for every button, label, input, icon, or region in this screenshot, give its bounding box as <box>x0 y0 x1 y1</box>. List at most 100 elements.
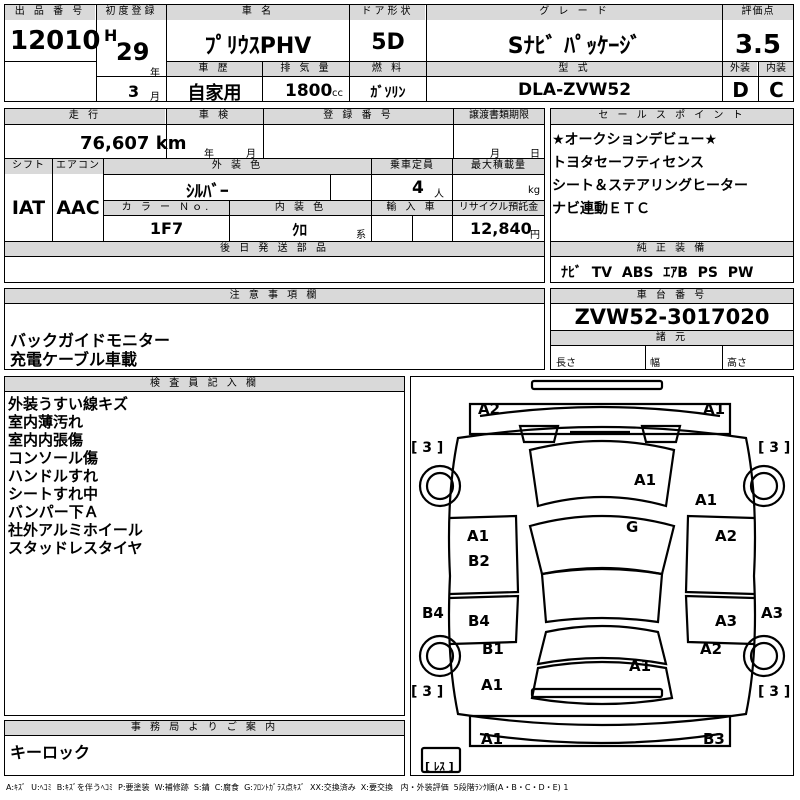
inspector-line: シートすれ中 <box>8 485 99 503</box>
car-name-label: 車 名 <box>167 5 349 20</box>
inspector-line: スタッドレスタイヤ <box>8 539 143 557</box>
inspector-line: 室内内張傷 <box>8 431 84 449</box>
inspection-label: 車 検 <box>167 109 263 124</box>
reg-label: 初度登録 <box>97 5 166 20</box>
tire-rear-right: [ 3 ] <box>758 684 791 700</box>
lot-label: 出 品 番 号 <box>5 5 95 20</box>
height-label: 高さ <box>727 358 747 369</box>
transfer-day: 日 <box>530 149 540 160</box>
color-no-label: カ ラ ー Ｎｏ. <box>104 201 229 215</box>
mark-a1-left-rear: A1 <box>481 676 504 694</box>
mark-a1-rear-left: A1 <box>481 730 504 748</box>
fuel: ｶﾞｿﾘﾝ <box>370 85 406 101</box>
car-name: ﾌﾟﾘｳｽPHV <box>204 34 312 59</box>
interior-color: ｸﾛ <box>292 221 308 239</box>
mark-b4-left-side: B4 <box>422 604 444 622</box>
inspector-section <box>4 376 405 716</box>
inspector-line: ハンドルすれ <box>8 467 99 485</box>
transfer-month: 月 <box>490 149 500 160</box>
shift-label: シフト <box>5 159 52 174</box>
mileage: 76,607 km <box>80 133 187 154</box>
inspector-line: コンソール傷 <box>8 449 99 467</box>
reg-year: 29 <box>116 38 150 66</box>
exterior-color: ｼﾙﾊﾞｰ <box>186 182 229 202</box>
sales-line-1: ★オークションデビュー★ <box>552 132 718 148</box>
int-color-unit: 系 <box>356 230 366 241</box>
month-unit: 月 <box>150 92 160 103</box>
mark-b1-left-rear: B1 <box>482 640 504 658</box>
sales-label: セ ー ル ス ポ イ ン ト <box>551 109 793 124</box>
mark-a2-right-door: A2 <box>715 527 738 545</box>
displacement-unit: cc <box>332 88 343 99</box>
capacity-label: 乗車定員 <box>372 159 452 174</box>
equipment-label: 純 正 装 備 <box>551 242 793 256</box>
mark-a3-right-rear-door: A3 <box>715 612 738 630</box>
era: H <box>104 26 118 45</box>
inspector-label: 検 査 員 記 入 欄 <box>5 377 404 391</box>
score: 3.5 <box>734 30 782 60</box>
mark-a1-left-door: A1 <box>467 527 490 545</box>
tire-front-right: [ 3 ] <box>758 440 791 456</box>
tire-front-left: [ 3 ] <box>411 440 444 456</box>
mark-a1-trunk: A1 <box>629 657 652 675</box>
later-parts-label: 後 日 発 送 部 品 <box>5 242 544 256</box>
model-label: 型 式 <box>427 62 722 76</box>
year-unit: 年 <box>150 68 160 79</box>
recycle-fee: 12,840 <box>470 219 532 238</box>
note-line-2: 充電ケーブル車載 <box>10 350 138 369</box>
inspector-line: 室内薄汚れ <box>8 413 84 431</box>
length-label: 長さ <box>556 358 576 369</box>
transfer-label: 譲渡書類期限 <box>454 109 544 124</box>
lot-number: 12010 <box>10 26 101 56</box>
grade-label: グ レ ー ド <box>427 5 722 20</box>
sales-line-3: シート＆ステアリングヒーター <box>552 178 748 194</box>
mark-a1-front-right: A1 <box>703 400 726 418</box>
fuel-label: 燃 料 <box>350 62 426 76</box>
int-color-label: 内 装 色 <box>230 201 371 215</box>
load-unit: kg <box>528 185 541 196</box>
tire-rear-left: [ 3 ] <box>411 684 444 700</box>
top-section <box>4 4 794 102</box>
displacement-label: 排 気 量 <box>263 62 349 76</box>
inspector-notes: 外装うすい線キズ 室内薄汚れ 室内内張傷 コンソール傷 ハンドルすれ シートすれ… <box>8 395 143 557</box>
history-label: 車 歴 <box>167 62 262 76</box>
color-label: 外 装 色 <box>104 159 371 174</box>
ac-label: エアコン <box>53 159 103 174</box>
inspection-year: 年 <box>204 149 214 160</box>
inspector-line: バンパー下Ａ <box>8 503 99 521</box>
mark-a2-front-left: A2 <box>478 400 501 418</box>
car-outline <box>418 379 786 774</box>
car-history: 自家用 <box>187 83 242 104</box>
door-type: 5D <box>371 30 405 55</box>
car-diagram <box>410 376 794 776</box>
spare-tire: [ ﾚｽ ] <box>425 760 454 773</box>
interior-label: 内装 <box>759 62 793 76</box>
mark-a1-hood: A1 <box>634 471 657 489</box>
shift-type: IAT <box>11 197 46 219</box>
door-label: ドア形状 <box>350 5 425 20</box>
color-number: 1F7 <box>149 219 184 238</box>
capacity: 4 <box>412 178 424 198</box>
recycle-label: リサイクル預託金 <box>453 201 544 215</box>
mileage-label: 走 行 <box>5 109 165 124</box>
recycle-unit: 円 <box>530 230 540 241</box>
inspector-line: 社外アルミホイール <box>8 521 143 539</box>
spec-label: 諸 元 <box>551 331 793 345</box>
sales-line-2: トヨタセーフティセンス <box>552 155 705 171</box>
exterior-grade: D <box>732 78 749 102</box>
mark-b3-rear-right: B3 <box>703 730 725 748</box>
office-label: 事 務 局 よ り ご 案 内 <box>5 721 404 735</box>
ac-type: AAC <box>56 197 100 219</box>
sales-line-4: ナビ連動ＥＴＣ <box>552 201 650 217</box>
exterior-label: 外装 <box>723 62 757 76</box>
chassis-label: 車 台 番 号 <box>551 289 793 303</box>
load-label: 最大積載量 <box>453 159 544 174</box>
reg-month: 3 <box>128 82 140 101</box>
mark-g-glass: G <box>626 518 639 536</box>
mark-b2-left-door: B2 <box>468 552 490 570</box>
score-label: 評価点 <box>723 5 793 20</box>
mark-a3-right-side: A3 <box>761 604 784 622</box>
equipment-list: ﾅﾋﾞ TV ABS ｴｱB PS PW <box>561 265 754 281</box>
mark-b4-left-rear-door: B4 <box>468 612 490 630</box>
notes-label: 注 意 事 項 欄 <box>5 289 544 303</box>
